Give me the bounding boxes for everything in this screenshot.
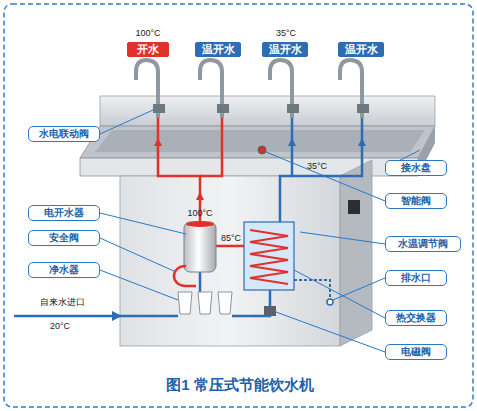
- node-text: 接水盘: [386, 161, 446, 174]
- flow-arrow: [196, 192, 204, 200]
- inlet-pipe: [14, 315, 178, 318]
- callout-box: 排水口: [385, 270, 447, 286]
- part-label: 自来水进口: [22, 297, 102, 308]
- cabinet-side: [340, 160, 372, 346]
- part-label: 20°C: [40, 321, 80, 332]
- flow-arrow: [288, 138, 296, 146]
- node-text: 电磁阀: [386, 345, 446, 358]
- part-label: 100°C: [180, 208, 220, 219]
- callout-box: 电磁阀: [385, 344, 447, 360]
- solenoid-valve: [264, 306, 276, 316]
- heat-exchanger: [244, 222, 294, 290]
- callout-box: 净水器: [28, 262, 100, 278]
- node-text: 电开水器: [29, 206, 99, 219]
- leader-line: [100, 110, 153, 134]
- warm-water-tag: 温开水: [338, 42, 384, 57]
- cold-pipe: [199, 272, 202, 292]
- node-text: 热交换器: [386, 311, 446, 324]
- boiler-top: [186, 221, 214, 227]
- leader-line: [100, 270, 178, 300]
- node-text: 智能阀: [386, 194, 446, 207]
- flow-arrow: [112, 311, 122, 321]
- leader-line: [294, 270, 385, 318]
- smart-valve: [258, 146, 266, 154]
- leader-line: [100, 238, 176, 272]
- part-label: 35°C: [300, 161, 334, 172]
- node-text: 温开水: [263, 43, 307, 56]
- callout-box: 水温调节阀: [385, 236, 461, 252]
- node-text: 水温调节阀: [386, 237, 460, 250]
- part-label: 100°C: [128, 28, 168, 39]
- warm-pipe: [280, 118, 292, 222]
- leader-line: [276, 312, 385, 352]
- safety-valve-loop: [174, 266, 196, 286]
- flow-arrow: [154, 138, 162, 146]
- boiler-tank: [184, 222, 216, 272]
- hot-pipe: [158, 118, 200, 222]
- callout-box: 电开水器: [28, 205, 100, 221]
- figure-caption: 图1 常压式节能饮水机: [90, 376, 390, 395]
- node-text: 净水器: [29, 263, 99, 276]
- hot-pipe: [200, 118, 222, 176]
- leader-line: [266, 152, 385, 201]
- filter-cup: [178, 292, 192, 314]
- valve-body: [217, 104, 229, 113]
- drain-outlet: [327, 299, 333, 305]
- filter-cup: [198, 292, 212, 314]
- valve-body: [287, 104, 299, 113]
- callout-box: 水电联动阀: [28, 126, 100, 142]
- node-text: 温开水: [339, 43, 383, 56]
- hot-water-tag: 开水: [127, 42, 169, 57]
- valve-body: [357, 104, 369, 113]
- heat-coil: [250, 230, 288, 284]
- dashed-frame: [4, 4, 473, 407]
- cabinet-front: [120, 176, 340, 346]
- callout-box: 安全阀: [28, 230, 100, 246]
- node-text: 温开水: [196, 43, 240, 56]
- node-text: 开水: [128, 43, 168, 56]
- control-panel: [348, 200, 360, 214]
- node-text: 水电联动阀: [29, 127, 99, 140]
- leader-line: [333, 278, 385, 300]
- warm-water-tag: 温开水: [262, 42, 308, 57]
- drain-pipe: [294, 280, 330, 300]
- node-text: 排水口: [386, 271, 446, 284]
- part-label: 85°C: [216, 233, 246, 244]
- callout-box: 智能阀: [385, 193, 447, 209]
- callout-box: 接水盘: [385, 160, 447, 176]
- drip-tray: [80, 126, 435, 158]
- filter-cup: [218, 292, 232, 314]
- valve-body: [153, 104, 165, 113]
- node-text: 安全阀: [29, 231, 99, 244]
- leader-line: [300, 232, 385, 244]
- warm-water-tag: 温开水: [195, 42, 241, 57]
- flow-arrow: [358, 138, 366, 146]
- part-label: 35°C: [266, 28, 306, 39]
- leader-line: [100, 213, 186, 234]
- callout-box: 热交换器: [385, 310, 447, 326]
